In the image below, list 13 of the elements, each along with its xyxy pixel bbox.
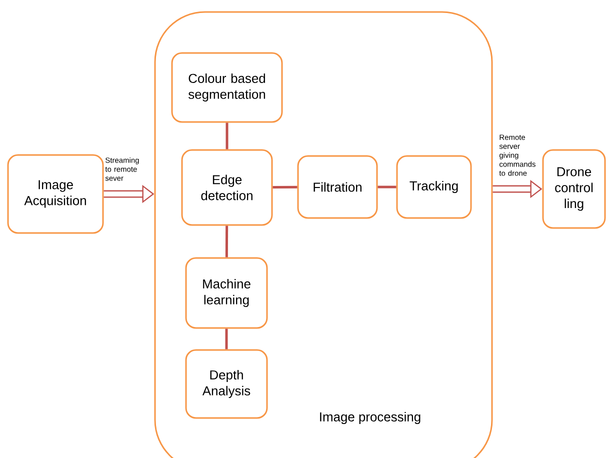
process-box: Image Acquisition bbox=[7, 154, 104, 234]
connector-line bbox=[225, 226, 228, 258]
connector-line bbox=[272, 186, 298, 189]
process-box: Tracking bbox=[396, 155, 472, 219]
connector-line bbox=[378, 186, 396, 188]
connector-line bbox=[226, 122, 228, 150]
process-box: Filtration bbox=[297, 155, 378, 219]
process-box: Depth Analysis bbox=[185, 349, 268, 419]
process-box: Machine learning bbox=[185, 257, 268, 329]
process-box: Colour based segmentation bbox=[171, 52, 283, 123]
process-box: Drone control ling bbox=[542, 149, 606, 229]
process-box: Edge detection bbox=[181, 149, 273, 226]
connector-line bbox=[225, 328, 228, 350]
